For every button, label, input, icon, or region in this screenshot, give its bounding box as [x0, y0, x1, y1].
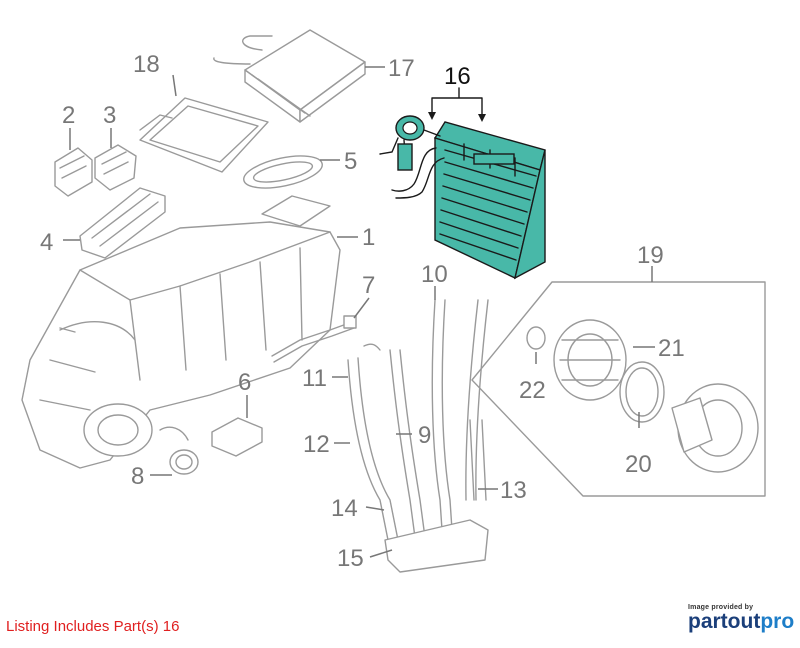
callout-12: 12	[303, 431, 330, 458]
part-6-bracket[interactable]	[211, 417, 263, 457]
callout-4: 4	[40, 229, 53, 256]
callout-14: 14	[331, 495, 358, 522]
part-4-duct[interactable]	[79, 187, 166, 259]
part-16-valve	[379, 115, 441, 171]
part-1-hvac-housing[interactable]	[21, 195, 341, 469]
part-18-seal-frame[interactable]	[139, 97, 269, 173]
callout-21: 21	[658, 335, 685, 362]
part-17-heater-core[interactable]	[213, 29, 366, 123]
part-16-heater-core-highlighted[interactable]	[379, 115, 546, 280]
callout-13: 13	[500, 477, 527, 504]
leader-lines	[63, 66, 655, 558]
callout-18: 18	[133, 51, 160, 78]
brand-name-part-b: pro	[760, 610, 795, 633]
part-2-actuator[interactable]	[54, 147, 93, 197]
callout-17: 17	[388, 55, 415, 82]
brand-caption: Image provided by	[688, 604, 754, 611]
callout-8: 8	[131, 463, 144, 490]
callout-7: 7	[362, 272, 375, 299]
callout-16: 16	[444, 63, 471, 90]
callout-22: 22	[519, 377, 546, 404]
callout-labels: 1 2 3 4 5 6 7 8 9 10 11 12 13 14 15 16 1…	[40, 51, 685, 572]
leader-16	[428, 87, 486, 122]
listing-note: Listing Includes Part(s) 16	[6, 618, 180, 635]
callout-11: 11	[302, 365, 327, 392]
callout-5: 5	[344, 148, 357, 175]
callout-6: 6	[238, 369, 251, 396]
part-8-seal[interactable]	[159, 426, 199, 475]
part-3-actuator[interactable]	[94, 144, 137, 191]
brand-logo: Image provided by partoutpro	[688, 604, 796, 633]
brand-name: partoutpro	[688, 611, 796, 633]
callout-19: 19	[637, 242, 664, 269]
part-19-blower-assembly[interactable]	[471, 281, 766, 497]
callout-20: 20	[625, 451, 652, 478]
brand-name-part-a: partout	[688, 610, 761, 633]
callout-3: 3	[103, 102, 116, 129]
part-5-ring-seal[interactable]	[241, 150, 325, 194]
part-tube-bundle[interactable]	[347, 299, 489, 573]
callout-9: 9	[418, 422, 431, 449]
part-7-tube[interactable]	[271, 315, 357, 363]
callout-10: 10	[421, 261, 448, 288]
callout-15: 15	[337, 545, 364, 572]
callout-1: 1	[362, 224, 375, 251]
callout-2: 2	[62, 102, 75, 129]
